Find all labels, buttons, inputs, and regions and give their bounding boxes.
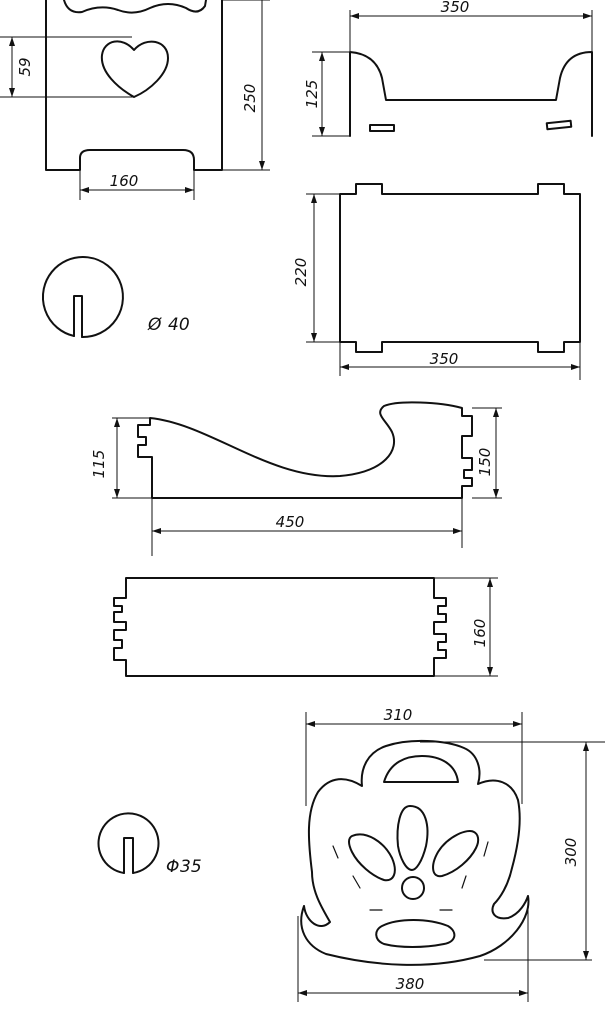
rocker-side: 115 150 450: [90, 401, 502, 556]
peg-large: Ø 40: [41, 256, 190, 339]
rocker-side-outline: [137, 401, 473, 499]
bottom-plate: 220 350: [292, 183, 581, 380]
side-panel-with-heart: 59 250 160: [0, 0, 270, 200]
peg-small-size: 35: [180, 857, 202, 877]
dim-plate-width: 350: [430, 350, 459, 368]
base-rail-outline: [349, 51, 593, 137]
dim-heart-height: 59: [16, 57, 34, 76]
dim-rocker-right-height: 150: [476, 448, 494, 477]
peg-large-symbol: Ø: [147, 315, 162, 335]
dim-side-cutout-width: 160: [110, 172, 139, 190]
heart-cutout: [100, 40, 169, 98]
peg-small-slot: [123, 837, 134, 874]
dim-rocker-left-height: 115: [90, 450, 108, 479]
dim-end-width-bottom: 380: [396, 975, 425, 993]
dim-end-height: 300: [562, 838, 580, 867]
dim-rocker-length: 450: [276, 513, 305, 531]
long-strip: 160: [113, 577, 498, 677]
end-panel-slot-1: [332, 845, 339, 859]
peg-small-circle: [97, 812, 160, 874]
peg-large-slot: [73, 295, 83, 338]
base-rail: 350 125: [303, 0, 593, 137]
end-panel-petal-left: [348, 833, 396, 882]
end-panel-petal-center: [396, 805, 429, 871]
side-panel-wavy-top: [63, 0, 207, 14]
dim-strip-height: 160: [471, 619, 489, 648]
dim-side-height: 250: [241, 84, 259, 113]
base-rail-slot-right: [545, 119, 573, 131]
dim-base-height: 125: [303, 80, 321, 109]
decorative-end-panel: 310 300 380: [297, 706, 605, 1002]
peg-large-circle: [41, 256, 124, 339]
end-panel-slot-5: [461, 875, 467, 889]
peg-small: Φ 35: [97, 812, 202, 877]
end-panel-outline: [300, 739, 530, 966]
peg-large-size: 40: [168, 315, 190, 335]
base-rail-slot-left: [369, 124, 395, 132]
dim-base-width: 350: [441, 0, 470, 16]
bottom-plate-outline: [339, 183, 581, 353]
end-panel-handle-slot: [383, 755, 459, 783]
dim-plate-height: 220: [292, 258, 310, 287]
end-panel-slot-2: [352, 875, 361, 889]
end-panel-smile-cutout: [375, 919, 456, 948]
end-panel-slot-6: [483, 841, 489, 857]
side-panel-outline: [45, 0, 223, 171]
dim-end-width-top: 310: [384, 706, 413, 724]
peg-small-symbol: Φ: [166, 857, 179, 877]
long-strip-outline: [113, 577, 447, 677]
end-panel-petal-right: [432, 830, 480, 878]
end-panel-center-hole: [401, 876, 425, 900]
